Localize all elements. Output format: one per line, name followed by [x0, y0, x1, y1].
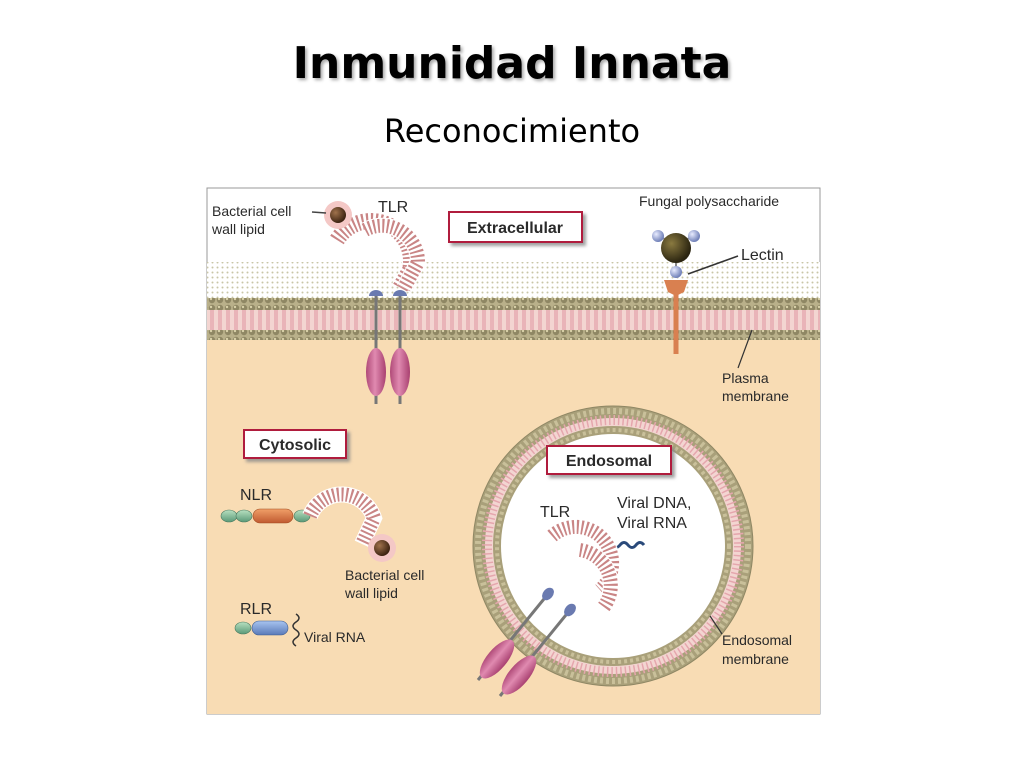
lectin-receptor — [664, 280, 688, 354]
fungal-polysaccharide-icon — [652, 230, 700, 278]
plasma-membrane-label-2: membrane — [722, 388, 789, 404]
viral-rna-label: Viral RNA — [304, 629, 366, 645]
endosomal-membrane-label-2: membrane — [722, 651, 789, 667]
plasma-membrane-label-1: Plasma — [722, 370, 769, 386]
bacterial-lipid-label-top-2: wall lipid — [211, 221, 265, 237]
fungal-polysaccharide-label: Fungal polysaccharide — [639, 193, 779, 209]
rlr-label: RLR — [240, 601, 272, 618]
extracellular-box — [448, 211, 583, 243]
extracellular-label: Extracellular — [467, 220, 563, 237]
endosomal-box — [546, 445, 672, 475]
plasma-membrane — [207, 298, 820, 340]
surface-tlr — [329, 212, 427, 404]
bacterial-lipid-label-bottom: Bacterial cell — [345, 567, 424, 583]
nlr-receptor — [220, 486, 383, 548]
endosomal-tlr — [476, 518, 621, 697]
viral-rna-icon — [292, 613, 300, 647]
tir-domain — [479, 639, 515, 679]
viral-dna-label: Viral DNA, — [617, 495, 691, 512]
bacterial-lipid-label-bottom-2: wall lipid — [344, 585, 398, 601]
cytosolic-box — [243, 429, 347, 459]
endosomal-label: Endosomal — [566, 453, 652, 470]
slide-subtitle: Reconocimiento — [383, 112, 641, 150]
tlr-label-top: TLR — [378, 199, 408, 216]
tlr-endosome-label: TLR — [540, 504, 570, 521]
bacterial-lipid-label-top: Bacterial cell — [212, 203, 291, 219]
cytosolic-label: Cytosolic — [259, 437, 331, 454]
nlr-label: NLR — [240, 487, 272, 504]
bacterial-lipid-icon — [330, 207, 346, 223]
endosomal-membrane-label-1: Endosomal — [722, 632, 792, 648]
tir-domain — [366, 348, 386, 396]
tir-domain — [501, 655, 537, 695]
bacterial-lipid-icon — [374, 540, 390, 556]
viral-rna-endosome-label: Viral RNA — [617, 515, 687, 532]
lectin-label: Lectin — [741, 247, 784, 264]
slide-title: Inmunidad Innata — [292, 38, 732, 89]
tir-domain — [390, 348, 410, 396]
rlr-receptor — [234, 620, 289, 636]
